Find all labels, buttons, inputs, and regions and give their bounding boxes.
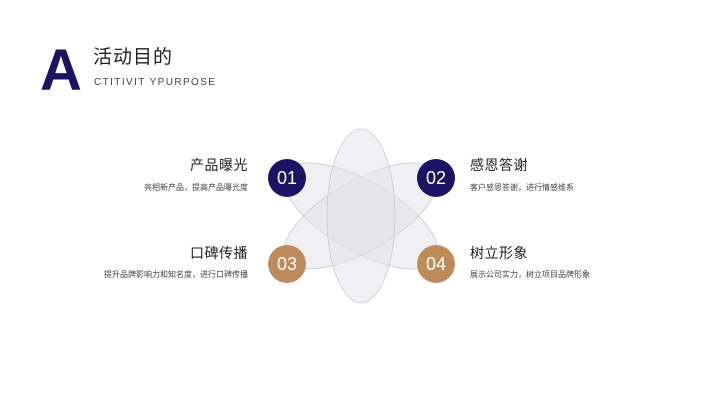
item-desc-04: 展示公司实力，树立项目品牌形象	[470, 270, 590, 279]
page-title: 活动目的	[93, 46, 174, 68]
badge-02: 02	[417, 159, 455, 197]
item-title-04: 树立形象	[470, 246, 528, 262]
ellipse-vertical	[326, 128, 396, 304]
item-desc-03: 提升品牌影响力和知名度，进行口碑传播	[104, 270, 248, 279]
item-title-03: 口碑传播	[190, 246, 248, 262]
item-title-02: 感恩答谢	[470, 158, 528, 174]
item-desc-02: 客户感恩答谢，进行情感维系	[470, 183, 574, 192]
item-title-01: 产品曝光	[190, 158, 248, 174]
badge-03: 03	[268, 245, 306, 283]
badge-01: 01	[268, 159, 306, 197]
section-letter: A	[40, 38, 82, 103]
item-desc-01: 亮相新产品，提高产品曝光度	[144, 183, 248, 192]
badge-04: 04	[417, 245, 455, 283]
ellipse-group	[283, 128, 439, 304]
page-subtitle: CTITIVIT YPURPOSE	[94, 77, 217, 88]
